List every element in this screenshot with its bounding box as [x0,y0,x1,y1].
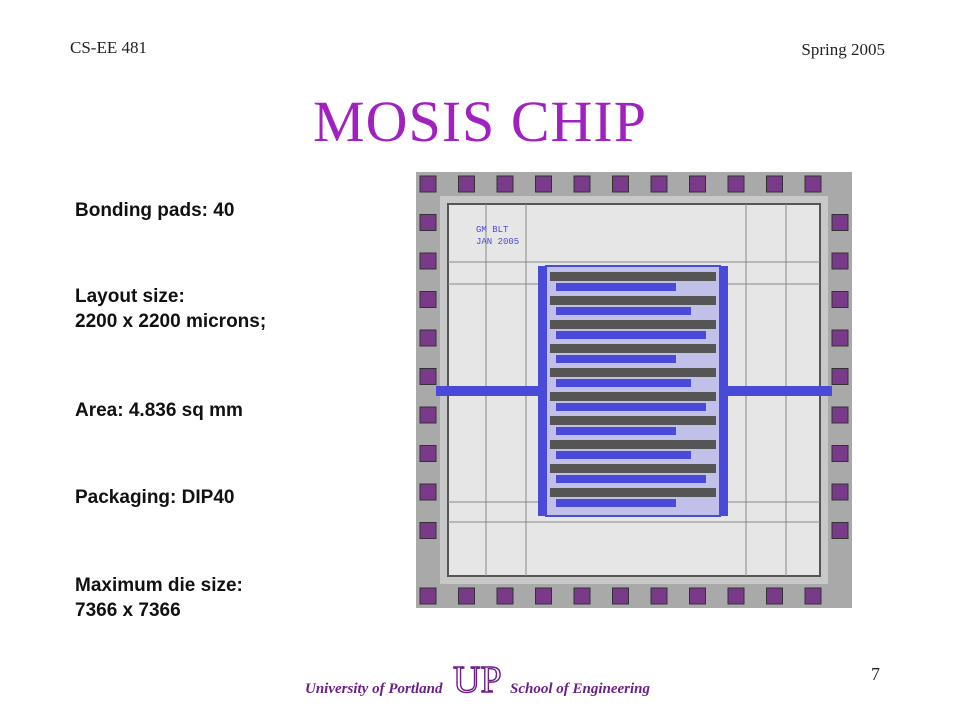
course-code: CS-EE 481 [70,38,147,57]
term-label: Spring 2005 [801,40,885,59]
packaging: Packaging: DIP40 [75,487,235,508]
svg-text:GM BLT: GM BLT [476,225,509,235]
university-name: University of Portland [305,681,443,697]
area: Area: 4.836 sq mm [75,400,243,421]
chip-caption: GM BLT JAN 2005 [476,225,519,247]
svg-text:UP: UP [453,659,502,701]
bonding-pad-ring [419,175,849,605]
layout-size-label: Layout size: [75,286,185,307]
chip-layout-image: GM BLT JAN 2005 [416,172,852,608]
max-die-size-label: Maximum die size: [75,575,243,596]
up-logo: UP [452,658,502,701]
max-die-size-value: 7366 x 7366 [75,600,181,621]
slide-title: MOSIS CHIP [313,89,647,154]
school-name: School of Engineering [510,681,651,697]
page-number: 7 [871,664,880,684]
bonding-pads: Bonding pads: 40 [75,200,235,221]
svg-text:JAN 2005: JAN 2005 [476,237,519,247]
layout-size-value: 2200 x 2200 microns; [75,311,267,332]
footer: University of Portland UP School of Engi… [0,654,960,706]
